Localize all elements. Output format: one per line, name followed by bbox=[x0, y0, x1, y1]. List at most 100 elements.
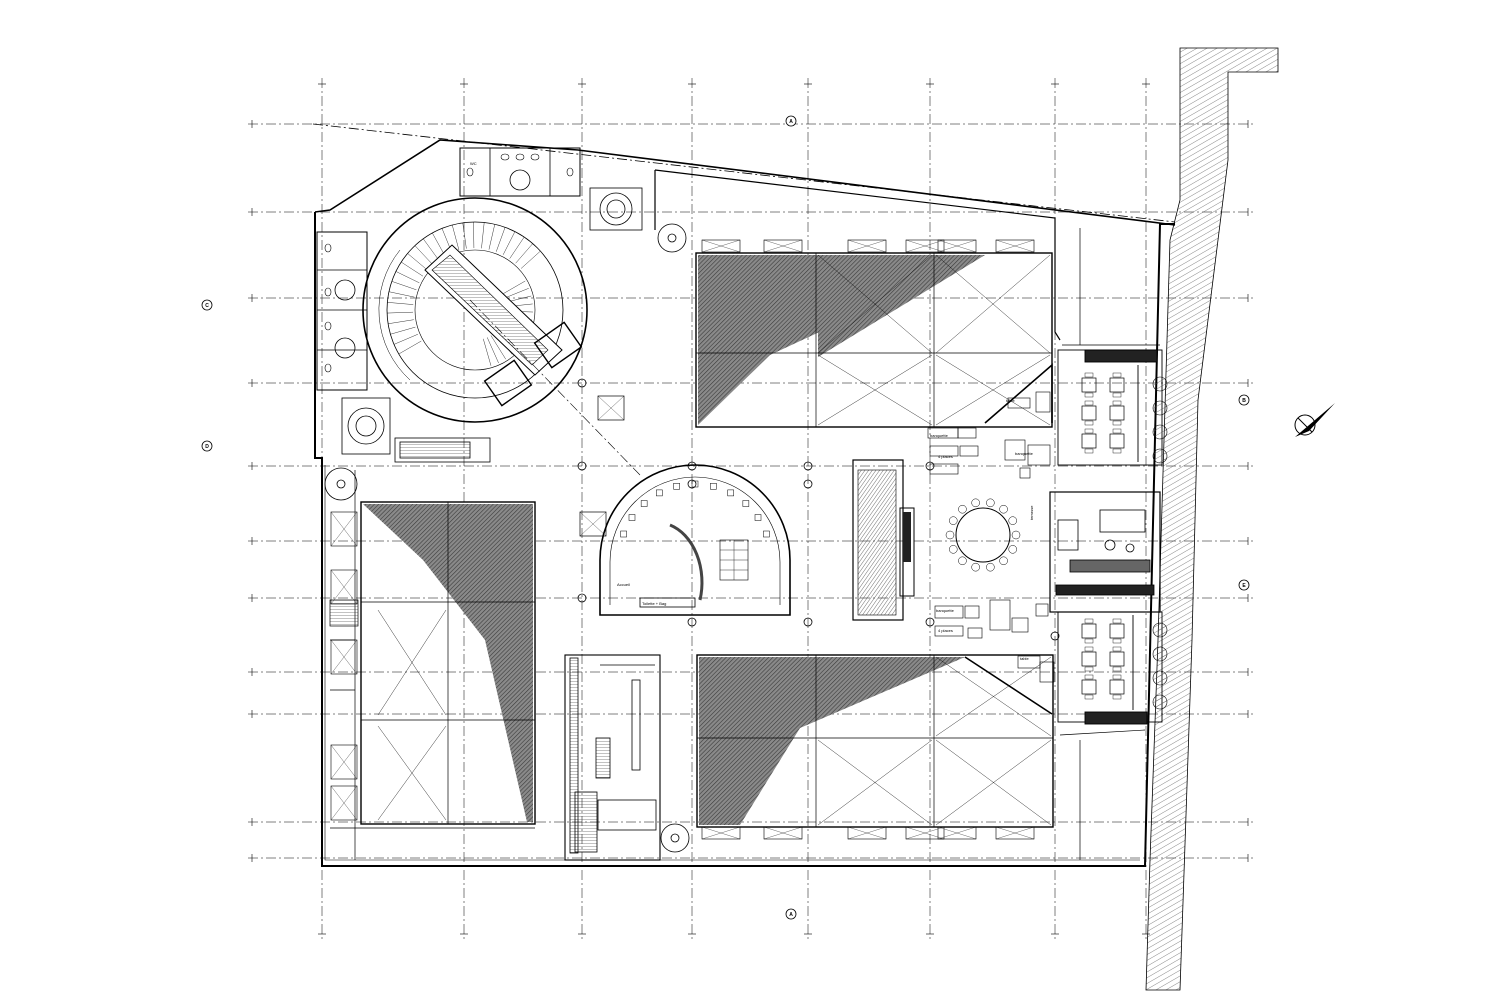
rotunda-escalator bbox=[362, 197, 588, 423]
terrace-chair bbox=[1084, 618, 1094, 624]
terrace-chair bbox=[1084, 372, 1094, 378]
terrace-chair bbox=[1084, 638, 1094, 644]
planter bbox=[1152, 424, 1168, 440]
chair bbox=[1008, 516, 1017, 525]
chair bbox=[958, 556, 967, 566]
spiral-step bbox=[509, 236, 525, 259]
chair bbox=[949, 516, 958, 525]
terrace-chair bbox=[1112, 674, 1122, 680]
grid-bubble-right-upper: B bbox=[1238, 394, 1250, 406]
central-kiosk bbox=[599, 464, 791, 616]
spiral-stair-w bbox=[324, 467, 358, 501]
grid-mark-right-lower: E bbox=[1242, 583, 1246, 589]
skylight bbox=[579, 511, 607, 537]
skylight bbox=[597, 395, 625, 421]
terrace-table bbox=[1081, 623, 1097, 639]
bench-block bbox=[1007, 397, 1031, 409]
spiral-step bbox=[481, 222, 485, 249]
terrace-chair bbox=[1084, 448, 1094, 454]
bench-block bbox=[964, 605, 980, 619]
terrace-chair bbox=[1112, 618, 1122, 624]
column bbox=[577, 378, 587, 388]
toilet-fixture bbox=[324, 287, 332, 297]
chair bbox=[958, 504, 967, 514]
bench-block bbox=[929, 445, 959, 457]
skylight bbox=[847, 826, 887, 840]
basin-fixture bbox=[500, 153, 510, 161]
spiral-step bbox=[488, 224, 495, 250]
party-wall-right bbox=[1145, 47, 1279, 991]
terrace-chair bbox=[1084, 428, 1094, 434]
kiosk-seat bbox=[628, 514, 636, 521]
skylight bbox=[330, 785, 358, 821]
skylight-diagonal bbox=[330, 569, 358, 605]
spiral-step bbox=[398, 340, 422, 355]
west-stair bbox=[394, 437, 491, 463]
bench-label-1: banquette bbox=[930, 433, 949, 438]
bench-label-2: banquette bbox=[1015, 451, 1034, 456]
desk-label: Accueil bbox=[617, 582, 630, 587]
spiral-step bbox=[496, 227, 506, 252]
basin-fixture bbox=[515, 153, 525, 161]
spiral-step bbox=[414, 245, 433, 265]
atrium-void-west bbox=[330, 395, 625, 825]
skylight bbox=[330, 511, 358, 547]
spiral-step bbox=[515, 243, 533, 264]
spiral-stair-s bbox=[660, 823, 690, 853]
planter bbox=[1152, 622, 1168, 638]
terrace-chair bbox=[1084, 694, 1094, 700]
planter bbox=[1152, 400, 1168, 416]
kiosk-seat bbox=[742, 500, 750, 507]
column bbox=[687, 617, 697, 627]
skylight-diagonal bbox=[597, 395, 625, 421]
chair bbox=[999, 504, 1008, 514]
spiral-step bbox=[401, 261, 424, 277]
spiral-step bbox=[395, 271, 420, 284]
bench-block bbox=[967, 627, 983, 639]
chair bbox=[971, 498, 980, 508]
central-escalator bbox=[852, 459, 915, 621]
terrace-chair bbox=[1084, 666, 1094, 672]
column bbox=[1050, 631, 1060, 641]
terrace-table bbox=[1109, 679, 1125, 695]
kiosk-seat bbox=[656, 489, 663, 497]
skylight-diagonal bbox=[330, 511, 358, 547]
kiosk-seat bbox=[673, 483, 680, 490]
skylight bbox=[905, 239, 945, 253]
bench-block bbox=[934, 605, 964, 619]
toilets-label: WC bbox=[470, 161, 477, 166]
skylight bbox=[995, 239, 1035, 253]
skylight bbox=[701, 239, 741, 253]
grid-bubble-right-lower: E bbox=[1238, 579, 1250, 591]
chair bbox=[999, 556, 1008, 566]
skylight-row-north bbox=[701, 239, 1035, 253]
terrace-south bbox=[1057, 611, 1168, 725]
skylight-diagonal bbox=[847, 239, 887, 253]
column bbox=[803, 479, 813, 489]
terrace-chair bbox=[1112, 646, 1122, 652]
skylight-diagonal bbox=[330, 744, 358, 780]
terrace-chair bbox=[1112, 694, 1122, 700]
terrace-table bbox=[1081, 679, 1097, 695]
terrace-chair bbox=[1112, 666, 1122, 672]
kitchen-block bbox=[1049, 491, 1161, 613]
spiral-step bbox=[423, 238, 439, 260]
kiosk-seat bbox=[727, 489, 734, 497]
atrium-void-south bbox=[696, 654, 1054, 840]
chair bbox=[945, 530, 955, 540]
skylight-row-south bbox=[701, 826, 1035, 840]
skylight-diagonal bbox=[330, 785, 358, 821]
grid-mark-left-lower: D bbox=[205, 444, 209, 450]
terrace-table bbox=[1109, 623, 1125, 639]
terrace-chair bbox=[1084, 674, 1094, 680]
east-corridor bbox=[1059, 228, 1160, 860]
terrace-chair bbox=[1112, 392, 1122, 398]
grid-mark-right-upper: B bbox=[1242, 398, 1246, 404]
skylight-diagonal bbox=[995, 239, 1035, 253]
terrace-chair bbox=[1084, 400, 1094, 406]
spiral-step bbox=[432, 232, 446, 256]
skylight bbox=[937, 826, 977, 840]
terrace-table bbox=[1109, 433, 1125, 449]
toilet-fixture bbox=[324, 243, 332, 253]
